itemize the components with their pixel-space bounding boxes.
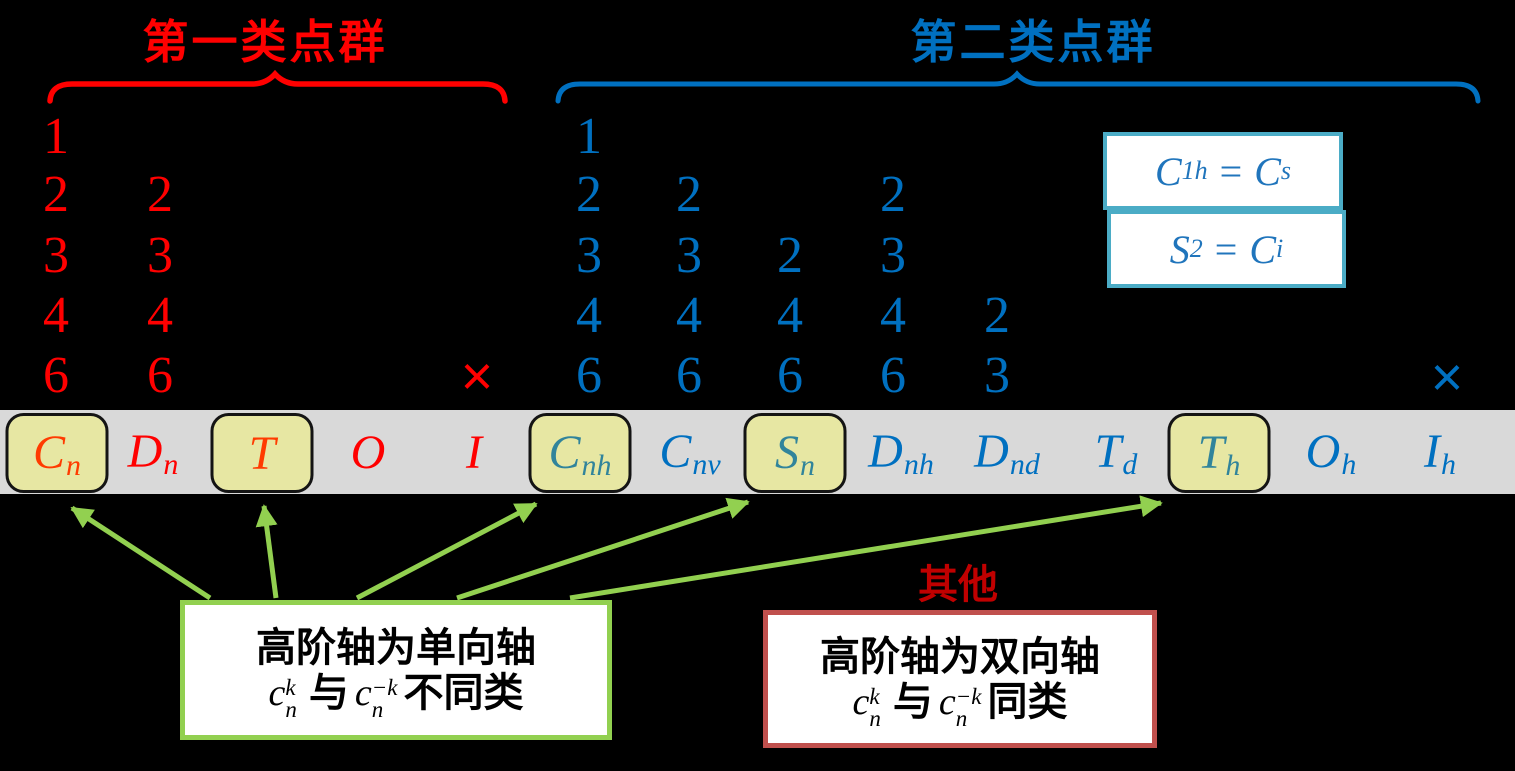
grid-cell-cnv-2: 2 bbox=[676, 166, 702, 223]
bar-item-i: I bbox=[466, 425, 482, 479]
math-sup1: k bbox=[869, 684, 880, 710]
arrow-to-sn bbox=[456, 497, 750, 601]
bar-item-ih: Ih bbox=[1424, 425, 1456, 481]
eq2-lhs-base: S bbox=[1169, 226, 1190, 272]
class1-title: 第一类点群 bbox=[142, 17, 388, 68]
bar-item-th: Th bbox=[1167, 413, 1271, 493]
bar-item-cnh: Cnh bbox=[528, 413, 632, 493]
class1-brace bbox=[47, 69, 508, 104]
math-tail: 同类 bbox=[987, 679, 1068, 724]
eq1-lhs-sub: 1h bbox=[1181, 156, 1208, 185]
grid-cell-cnv-4: 4 bbox=[676, 287, 702, 344]
bar-item-dn: Dn bbox=[127, 425, 179, 481]
class2-title: 第二类点群 bbox=[910, 17, 1156, 68]
math-sup1: k bbox=[285, 675, 296, 701]
bar-item-td: Td bbox=[1094, 425, 1138, 481]
grid-cell-dn-3: 3 bbox=[147, 227, 173, 284]
note-right-line1: 高阶轴为双向轴 bbox=[820, 634, 1100, 679]
note-left-line1: 高阶轴为单向轴 bbox=[256, 625, 536, 670]
bar-item-oh: Oh bbox=[1305, 425, 1357, 481]
arrow-to-th bbox=[569, 495, 1163, 601]
grid-cell-sn-2: 2 bbox=[777, 227, 803, 284]
math-sup2: −k bbox=[371, 675, 398, 701]
eq1-lhs-base: C bbox=[1154, 148, 1182, 194]
bar-item-dnh: Dnh bbox=[868, 425, 934, 481]
grid-cell-cnh-6: 6 bbox=[576, 347, 602, 404]
other-label: 其他 bbox=[918, 562, 998, 607]
grid-cell-cn-3: 3 bbox=[43, 227, 69, 284]
grid-cell-dnh-6: 6 bbox=[880, 347, 906, 404]
arrow-to-cn bbox=[70, 505, 212, 601]
math-c1: c bbox=[268, 672, 286, 715]
math-sup2: −k bbox=[955, 684, 982, 710]
grid-cell-dnh-3: 3 bbox=[880, 227, 906, 284]
math-sub1: n bbox=[285, 697, 297, 723]
grid-cell-dnd-3: 3 bbox=[984, 347, 1010, 404]
grid-cell-cnv-6: 6 bbox=[676, 347, 702, 404]
grid-cell-dn-4: 4 bbox=[147, 287, 173, 344]
bar-item-cn: Cn bbox=[5, 413, 109, 493]
arrow-to-cnh bbox=[355, 501, 538, 601]
grid-cell-dnh-4: 4 bbox=[880, 287, 906, 344]
eq2-rhs-sub: i bbox=[1276, 234, 1284, 263]
math-sub2: n bbox=[371, 697, 384, 723]
eq1-rhs-sub: s bbox=[1280, 156, 1292, 185]
class2-brace bbox=[555, 70, 1481, 104]
grid-cell-cnh-4: 4 bbox=[576, 287, 602, 344]
grid-cell-sn-4: 4 bbox=[777, 287, 803, 344]
grid-cell-cn-1: 1 bbox=[43, 108, 69, 165]
math-tail: 不同类 bbox=[403, 670, 524, 715]
grid-cell-dnh-2: 2 bbox=[880, 166, 906, 223]
class1-excluded-cross: × bbox=[460, 344, 494, 407]
grid-cell-cnh-1: 1 bbox=[576, 108, 602, 165]
class2-excluded-cross: × bbox=[1430, 345, 1464, 408]
eq1-operator: = bbox=[1219, 148, 1243, 194]
bar-item-sn: Sn bbox=[743, 413, 847, 493]
math-c2: c bbox=[938, 681, 956, 724]
grid-cell-dn-2: 2 bbox=[147, 166, 173, 223]
grid-cell-cnh-3: 3 bbox=[576, 227, 602, 284]
math-conj: 与 bbox=[308, 670, 349, 715]
math-sub2: n bbox=[955, 706, 968, 732]
eq2-lhs-sub: 2 bbox=[1189, 234, 1203, 263]
grid-cell-cnv-3: 3 bbox=[676, 227, 702, 284]
eq2-rhs-base: C bbox=[1249, 226, 1276, 272]
grid-cell-cn-6: 6 bbox=[43, 347, 69, 404]
math-conj: 与 bbox=[892, 679, 933, 724]
math-c2: c bbox=[354, 672, 372, 715]
grid-cell-sn-6: 6 bbox=[777, 347, 803, 404]
eq2-operator: = bbox=[1214, 226, 1238, 272]
grid-cell-cn-2: 2 bbox=[43, 166, 69, 223]
grid-cell-dn-6: 6 bbox=[147, 347, 173, 404]
math-sub1: n bbox=[869, 706, 881, 732]
grid-cell-dnd-2: 2 bbox=[984, 287, 1010, 344]
bar-item-dnd: Dnd bbox=[974, 425, 1040, 481]
grid-cell-cnh-2: 2 bbox=[576, 166, 602, 223]
bar-item-cnv: Cnv bbox=[659, 425, 721, 481]
grid-cell-cn-4: 4 bbox=[43, 287, 69, 344]
eq1-rhs-base: C bbox=[1254, 148, 1281, 194]
bar-item-o: O bbox=[350, 425, 386, 479]
arrow-to-t bbox=[255, 504, 279, 599]
bar-item-t: T bbox=[210, 413, 314, 493]
math-c1: c bbox=[852, 681, 870, 724]
